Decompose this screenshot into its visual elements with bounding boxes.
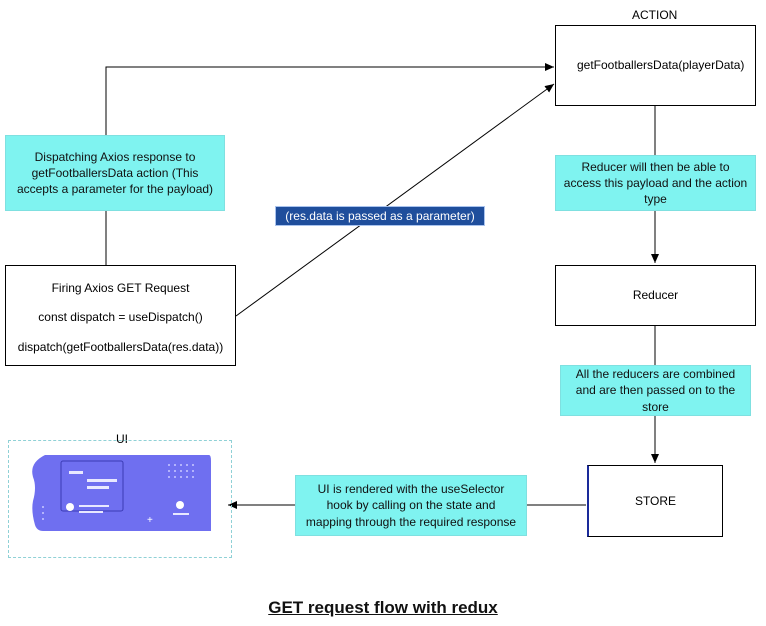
ui-panel-bar xyxy=(87,486,109,489)
axios-box: Firing Axios GET Request const dispatch … xyxy=(5,265,236,366)
arrow-diagonal-to-action xyxy=(235,83,555,317)
action-text: getFootballersData(playerData) xyxy=(577,58,745,73)
ui-illustration: + xyxy=(32,455,212,531)
reducer-note-text: Reducer will then be able to access this… xyxy=(563,159,748,207)
ui-panel-bar xyxy=(173,513,189,515)
ui-note: UI is rendered with the useSelector hook… xyxy=(295,475,527,536)
reducer-note: Reducer will then be able to access this… xyxy=(555,155,756,211)
action-header: ACTION xyxy=(632,8,678,22)
axios-line-2: const dispatch = useDispatch() xyxy=(38,310,203,325)
combine-note: All the reducers are combined and are th… xyxy=(560,365,751,416)
reducer-text: Reducer xyxy=(632,288,679,303)
ui-panel-bar xyxy=(79,511,103,513)
page-title: GET request flow with redux xyxy=(268,598,498,617)
ui-dot-grid xyxy=(168,464,194,478)
param-label: (res.data is passed as a parameter) xyxy=(275,206,485,226)
combine-note-text: All the reducers are combined and are th… xyxy=(575,367,736,414)
ui-panel-bar xyxy=(87,479,117,482)
store-box: STORE xyxy=(587,465,723,537)
store-text: STORE xyxy=(634,493,677,508)
action-box: getFootballersData(playerData) xyxy=(555,25,756,106)
ui-plus-icon: + xyxy=(147,515,153,526)
axios-line-1: Firing Axios GET Request xyxy=(51,281,190,296)
reducer-box: Reducer xyxy=(555,265,756,326)
ui-dot-icon xyxy=(66,503,74,511)
ui-panel-bar xyxy=(79,505,109,507)
ui-dot-column xyxy=(42,506,44,520)
ui-illustration-shape xyxy=(32,455,212,531)
dispatch-note: Dispatching Axios response to getFootbal… xyxy=(5,135,225,211)
dispatch-note-text: Dispatching Axios response to getFootbal… xyxy=(16,149,214,197)
ui-dot-icon xyxy=(176,501,184,509)
ui-label: UI xyxy=(114,432,130,446)
param-label-text: (res.data is passed as a parameter) xyxy=(285,209,475,223)
ui-frame: + xyxy=(8,440,232,558)
ui-panel-bar xyxy=(69,471,83,474)
ui-note-text: UI is rendered with the useSelector hook… xyxy=(305,482,517,529)
axios-line-3: dispatch(getFootballersData(res.data)) xyxy=(17,339,224,354)
